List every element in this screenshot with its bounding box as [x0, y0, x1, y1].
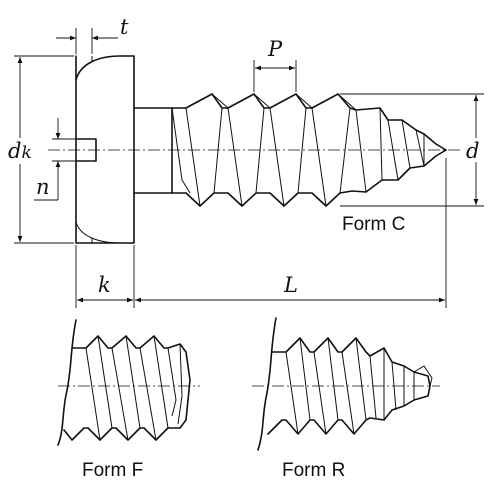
- label-form-f: Form F: [82, 460, 143, 481]
- label-form-c: Form C: [342, 214, 405, 235]
- label-t: t: [120, 15, 129, 39]
- form-f-view: Form F: [57, 319, 200, 481]
- dim-n: n: [34, 118, 76, 201]
- label-k: k: [98, 273, 111, 297]
- form-f-thread: [63, 335, 191, 441]
- dim-d: d: [340, 93, 488, 207]
- form-r-thread: [267, 337, 431, 435]
- form-f-break-line: [57, 319, 77, 446]
- dim-t: t: [56, 15, 129, 54]
- main-screw-view: t P dk n: [6, 15, 488, 308]
- head-slot: [75, 138, 97, 162]
- label-l: L: [283, 273, 298, 297]
- label-form-r: Form R: [282, 460, 345, 481]
- screw-thread: [171, 93, 447, 207]
- label-dk: dk: [8, 139, 32, 163]
- label-n: n: [36, 175, 50, 199]
- form-r-view: Form R: [252, 317, 440, 481]
- form-r-break-line: [257, 317, 277, 451]
- dim-k: k: [75, 245, 135, 308]
- label-d: d: [466, 139, 479, 163]
- label-p: P: [267, 37, 283, 61]
- dim-p: P: [253, 37, 297, 92]
- dim-l: L: [135, 158, 447, 308]
- screw-neck: [133, 107, 173, 194]
- dim-dk: dk: [6, 55, 74, 244]
- screw-head: [75, 55, 135, 244]
